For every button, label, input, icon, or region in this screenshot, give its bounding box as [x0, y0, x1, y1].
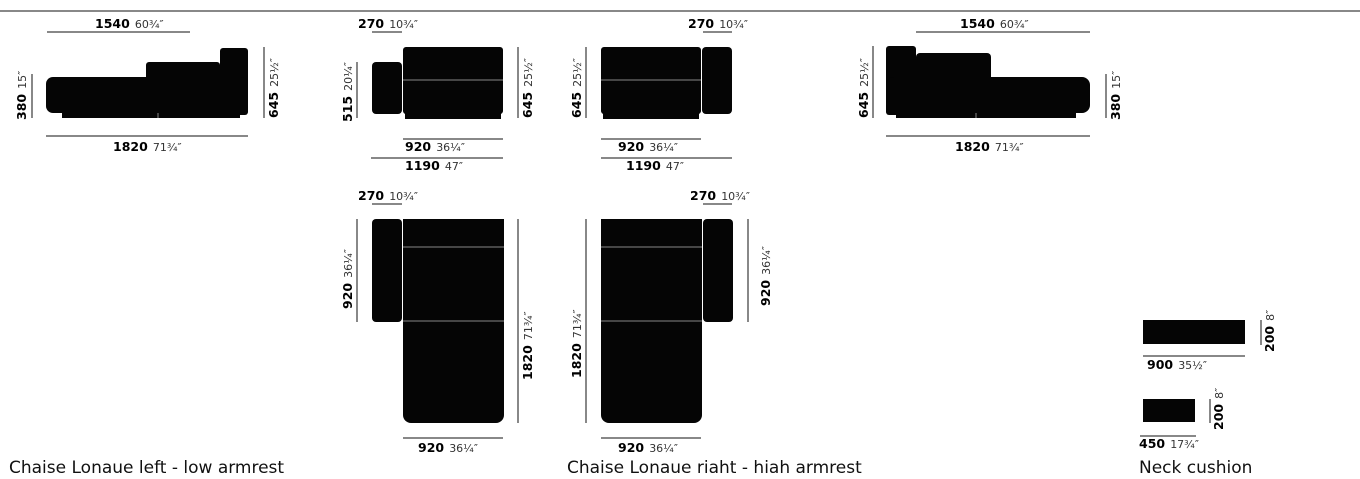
neck-cushion-large [1143, 320, 1245, 344]
dim-200a: 200 8″ [1259, 310, 1278, 352]
dim-270d: 270 10¾″ [690, 185, 750, 204]
dim-920b: 920 36¼″ [618, 136, 678, 155]
dim-515: 515 20¼″ [337, 62, 356, 122]
seat-body [46, 77, 248, 113]
plinth [896, 111, 1076, 118]
dim-380a: 380 15″ [11, 71, 30, 120]
armrest [372, 62, 402, 114]
caption-neck-cushion: Neck cushion [1139, 458, 1253, 478]
caption-chaise-left: Chaise Lonaue left - low armrest [9, 458, 285, 478]
plinth [405, 113, 501, 119]
plinth [62, 111, 240, 118]
front-view-high-armrest [601, 47, 732, 119]
caption-chaise-right: Chaise Lonaue riaht - hiah armrest [567, 458, 862, 478]
dim-645c: 645 25½″ [566, 58, 585, 118]
front-view-low-armrest [372, 47, 503, 119]
dim-270a: 270 10¾″ [358, 13, 418, 32]
dim-1820d: 1820 71¾″ [566, 309, 585, 378]
dim-920f: 920 36¼″ [618, 437, 678, 456]
dim-645b: 645 25½″ [517, 58, 536, 118]
dim-380b: 380 15″ [1105, 71, 1124, 120]
side-view-chaise-left [46, 48, 248, 118]
dim-1190b: 1190 47″ [626, 155, 684, 174]
dim-200b: 200 8″ [1208, 388, 1227, 430]
dim-1820b: 1820 71¾″ [955, 136, 1024, 155]
dim-645a: 645 25½″ [263, 58, 282, 118]
dim-1540a: 1540 60¾″ [95, 13, 164, 32]
dim-270b: 270 10¾″ [688, 13, 748, 32]
side-view-chaise-right [886, 46, 1090, 118]
dim-920a: 920 36¼″ [405, 136, 465, 155]
backrest [601, 219, 702, 247]
cushion-900 [1143, 320, 1245, 344]
dim-450: 450 17¾″ [1139, 433, 1199, 452]
dim-1820c: 1820 71¾″ [517, 311, 536, 380]
dim-900: 900 35½″ [1147, 354, 1207, 373]
dim-1820a: 1820 71¾″ [113, 136, 182, 155]
plinth [603, 113, 699, 119]
dim-645d: 645 25½″ [853, 58, 872, 118]
dim-1540b: 1540 60¾″ [960, 13, 1029, 32]
top-view-chaise-left [372, 219, 504, 423]
armrest [702, 47, 732, 114]
dim-920d: 920 36¼″ [418, 437, 478, 456]
dim-1190a: 1190 47″ [405, 155, 463, 174]
dim-920c: 920 36¼″ [337, 249, 356, 309]
armrest [703, 219, 733, 322]
cushion-450 [1143, 399, 1195, 422]
seat-body [886, 77, 1090, 113]
armrest [372, 219, 402, 322]
top-view-chaise-right [601, 219, 733, 423]
neck-cushion-small [1143, 399, 1195, 422]
dim-920e: 920 36¼″ [755, 246, 774, 306]
backrest [403, 219, 504, 247]
backrest-cushion [916, 53, 991, 81]
dim-270c: 270 10¾″ [358, 185, 418, 204]
